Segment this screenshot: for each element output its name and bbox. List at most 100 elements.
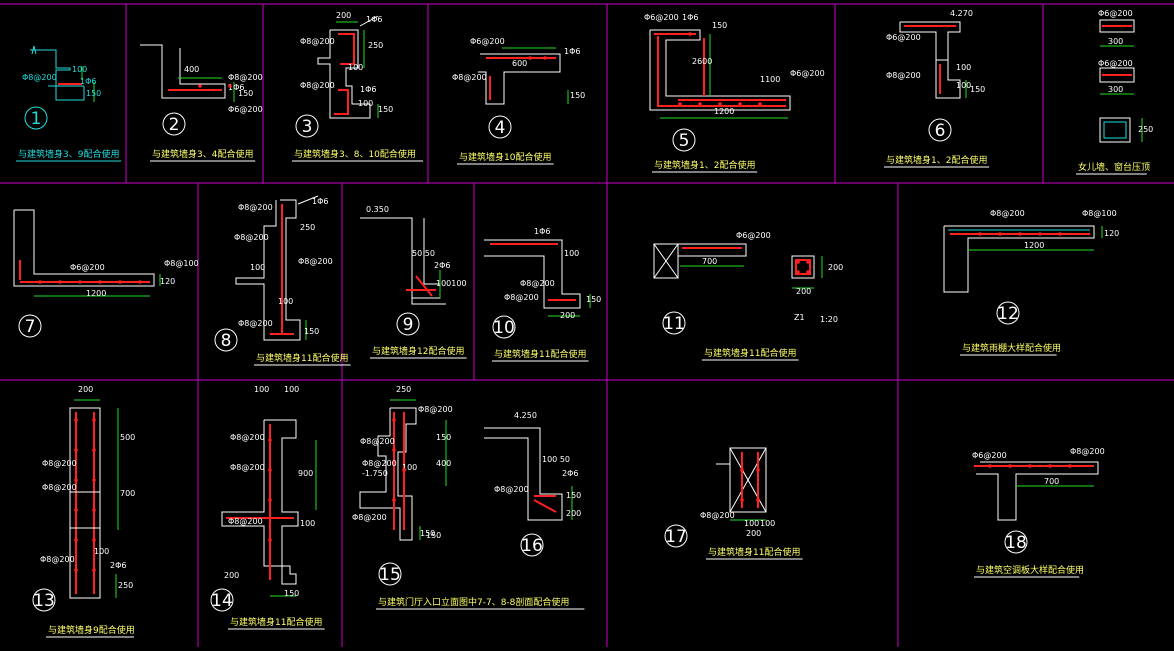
- detail-12-label: Φ8@100: [1082, 209, 1117, 218]
- rebar-dot: [1068, 464, 1072, 468]
- detail-3-label: 250: [368, 41, 383, 50]
- rebar-dot: [74, 418, 78, 422]
- rebar-dot: [98, 280, 102, 284]
- detail-18-label: 700: [1044, 477, 1059, 486]
- detail-bubble-12: [996, 301, 1020, 325]
- detail-15-label: -1.750: [362, 469, 388, 478]
- rebar-dot: [268, 438, 272, 442]
- detail-15-label: 100: [402, 463, 417, 472]
- detail-16-label: 150: [566, 491, 581, 500]
- detail-19-label: Φ6@200: [1098, 59, 1133, 68]
- detail-13-label: 2Φ6: [110, 561, 126, 570]
- detail-caption-13: 与建筑墙身9配合使用: [48, 624, 135, 636]
- rebar-dot: [74, 478, 78, 482]
- detail-4-label: Φ8@200: [452, 73, 487, 82]
- detail-17-label: 200: [746, 529, 761, 538]
- detail-5-label: Φ6@200: [790, 69, 825, 78]
- rebar-dot: [796, 260, 800, 264]
- detail-5-label: Φ6@200: [644, 13, 679, 22]
- detail-9-label: 50 50: [412, 249, 435, 258]
- detail-bubble-17: [664, 524, 688, 548]
- rebar-dot: [78, 280, 82, 284]
- detail-13-label: 100: [94, 547, 109, 556]
- detail-9-label: 0.350: [366, 205, 389, 214]
- detail-15-label: 250: [396, 385, 411, 394]
- detail-14-label: 200: [224, 571, 239, 580]
- rebar-dot: [38, 280, 42, 284]
- detail-16-label: 4.250: [514, 411, 537, 420]
- rebar-dot: [543, 56, 547, 60]
- detail-7-label: Φ8@100: [164, 259, 199, 268]
- detail-13-label: 250: [118, 581, 133, 590]
- detail-8: [235, 195, 319, 341]
- rebar-dot: [138, 280, 142, 284]
- rebar-dot: [228, 84, 232, 88]
- rebar-dot: [1018, 232, 1022, 236]
- detail-10-label: Φ8@200: [504, 293, 539, 302]
- detail-caption-6: 与建筑墙身1、2配合使用: [886, 154, 987, 166]
- detail-6-label: 4.270: [950, 9, 973, 18]
- detail-13-label: Φ8@200: [40, 555, 75, 564]
- detail-bubble-4: [488, 115, 512, 139]
- detail-12: [943, 225, 1103, 293]
- detail-2-label: 150: [238, 89, 253, 98]
- rebar-dot: [740, 498, 744, 502]
- detail-13-label: 700: [120, 489, 135, 498]
- rebar-dot: [92, 478, 96, 482]
- detail-8-label: 150: [304, 327, 319, 336]
- detail-caption-19: 女儿墙、窗台压顶: [1078, 161, 1150, 173]
- rebar-dot: [1058, 232, 1062, 236]
- detail-14-label: 100: [254, 385, 269, 394]
- detail-18: [974, 461, 1099, 521]
- detail-7-label: 1200: [86, 289, 106, 298]
- detail-14-label: 900: [298, 469, 313, 478]
- detail-number-4: 4: [495, 118, 506, 138]
- detail-17-label: 100: [744, 519, 759, 528]
- rebar-dot: [198, 84, 202, 88]
- detail-11-label: 700: [702, 257, 717, 266]
- detail-2-label: 1Φ6: [228, 83, 244, 92]
- detail-19-label: Φ6@200: [1098, 9, 1133, 18]
- detail-1-label: Φ8@200: [22, 73, 57, 82]
- detail-14-label: 100: [284, 385, 299, 394]
- rebar-dot: [92, 538, 96, 542]
- detail-4-label: 600: [512, 59, 527, 68]
- rebar-dot: [738, 102, 742, 106]
- detail-5-label: 1200: [714, 107, 734, 116]
- rebar-dot: [740, 468, 744, 472]
- detail-bubble-8: [214, 328, 238, 352]
- detail-16-label: Φ8@200: [494, 485, 529, 494]
- detail-number-13: 13: [33, 591, 55, 611]
- detail-15-label: 150: [426, 531, 441, 540]
- detail-3-label: 200: [336, 11, 351, 20]
- detail-6-label: Φ6@200: [886, 33, 921, 42]
- detail-bubble-7: [18, 314, 42, 338]
- rebar-dot: [1038, 232, 1042, 236]
- detail-5-label: 2600: [692, 57, 712, 66]
- detail-5-label: 150: [712, 21, 727, 30]
- rebar-dot: [58, 280, 62, 284]
- detail-15-label: 400: [436, 459, 451, 468]
- detail-caption-3: 与建筑墙身3、8、10配合使用: [294, 148, 416, 160]
- detail-13-label: Φ8@200: [42, 483, 77, 492]
- detail-16-label: 2Φ6: [562, 469, 578, 478]
- rebar-dot: [998, 232, 1002, 236]
- detail-13-label: 200: [78, 385, 93, 394]
- detail-caption-17: 与建筑墙身11配合使用: [708, 546, 800, 558]
- detail-4: [478, 47, 569, 105]
- detail-number-14: 14: [211, 591, 233, 611]
- detail-caption-14: 与建筑墙身11配合使用: [230, 616, 322, 628]
- detail-3-label: Φ8@200: [300, 37, 335, 46]
- detail-1-label: 1Φ6: [80, 77, 96, 86]
- rebar-dot: [756, 498, 760, 502]
- rebar-dot: [718, 102, 722, 106]
- detail-2-label: Φ8@200: [228, 73, 263, 82]
- detail-6-label: Φ8@200: [886, 71, 921, 80]
- detail-13: [69, 399, 119, 599]
- detail-10: [484, 239, 591, 317]
- detail-8-label: Φ8@200: [298, 257, 333, 266]
- detail-bubble-3: [295, 114, 319, 138]
- detail-14-label: Φ8@200: [230, 463, 265, 472]
- detail-6-label: 150: [970, 85, 985, 94]
